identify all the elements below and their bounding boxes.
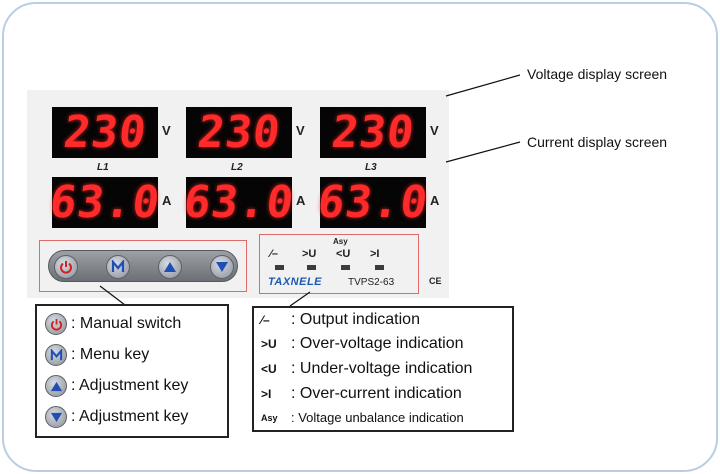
model-number: TVPS2-63 [348, 277, 395, 288]
legend-label-unbalance: : Voltage unbalance indication [291, 410, 464, 425]
phase-label-l1: L1 [97, 162, 109, 173]
power-icon [60, 261, 72, 274]
voltage-display-l3: 230 [320, 107, 426, 158]
legend-up-key [45, 375, 67, 397]
overcurrent-led [375, 265, 384, 270]
current-screen-callout: Current display screen [527, 134, 668, 150]
keys-callout-line [99, 285, 126, 306]
adjust-up-button[interactable] [158, 255, 182, 279]
legend-label-overvoltage: : Over-voltage indication [291, 335, 464, 352]
legend-label-undervoltage: : Under-voltage indication [291, 360, 473, 377]
legend-row-overcurrent: >I : Over-current indication [261, 385, 462, 403]
indicator-legend-box: ⁄– : Output indication >U : Over-voltage… [252, 306, 514, 432]
legend-symbol-overcurrent: >I [261, 387, 272, 401]
legend-symbol-output: ⁄– [261, 313, 270, 327]
menu-key-button[interactable] [106, 255, 130, 279]
key-panel [39, 240, 247, 292]
legend-symbol-unbalance: Asy [261, 412, 278, 423]
output-indicator-symbol: ⁄– [270, 248, 278, 260]
asy-bracket-label: Asy [333, 237, 348, 246]
legend-label-adjust-down: : Adjustment key [71, 408, 189, 425]
legend-row-output: ⁄– : Output indication [261, 311, 420, 329]
legend-row-unbalance: Asy : Voltage unbalance indication [261, 410, 464, 425]
voltage-display-l2: 230 [186, 107, 292, 158]
arrow-down-icon [216, 262, 228, 272]
voltage-callout-line [445, 74, 521, 97]
legend-symbol-undervoltage: <U [261, 362, 277, 376]
legend-row-menu-key: : Menu key [45, 344, 149, 366]
output-led [275, 265, 284, 270]
legend-label-menu-key: : Menu key [71, 346, 150, 363]
undervoltage-indicator-symbol: <U [336, 248, 351, 260]
legend-label-overcurrent: : Over-current indication [291, 385, 462, 402]
legend-symbol-overvoltage: >U [261, 337, 277, 351]
current-unit-l3: A [430, 193, 440, 208]
indicator-panel: Asy ⁄– >U <U >I TAXNELE TVPS2-63 [259, 234, 419, 294]
key-bar [48, 250, 238, 282]
legend-down-key [45, 406, 67, 428]
legend-label-adjust-up: : Adjustment key [71, 377, 189, 394]
legend-row-adjust-up: : Adjustment key [45, 375, 188, 397]
adjust-down-button[interactable] [210, 255, 234, 279]
legend-row-manual-switch: : Manual switch [45, 313, 181, 335]
current-display-l3: 63.0 [315, 177, 431, 228]
manual-switch-button[interactable] [54, 255, 78, 279]
key-legend-box: : Manual switch : Menu key : Adjustment … [35, 304, 229, 438]
arrow-up-icon [50, 381, 62, 391]
voltage-display-l1: 230 [52, 107, 158, 158]
brand-logo: TAXNELE [268, 276, 323, 288]
voltage-unit-l2: V [296, 123, 305, 138]
voltage-screen-callout: Voltage display screen [527, 66, 668, 82]
overcurrent-indicator-symbol: >I [370, 248, 380, 260]
legend-row-overvoltage: >U : Over-voltage indication [261, 335, 464, 353]
current-display-l1: 63.0 [47, 177, 163, 228]
overvoltage-led [307, 265, 316, 270]
arrow-down-icon [50, 412, 62, 422]
legend-row-adjust-down: : Adjustment key [45, 406, 188, 428]
undervoltage-led [341, 265, 350, 270]
power-icon [50, 318, 62, 331]
legend-menu-key [45, 344, 67, 366]
indicators-callout-line [289, 291, 311, 307]
menu-m-icon [50, 348, 62, 360]
current-unit-l2: A [296, 193, 306, 208]
device-faceplate: 230 V 230 V 230 V L1 L2 L3 63.0 A 63.0 A… [27, 90, 449, 298]
ce-mark: CE [429, 276, 442, 286]
current-display-l2: 63.0 [181, 177, 297, 228]
voltage-unit-l3: V [430, 123, 439, 138]
voltage-unit-l1: V [162, 123, 171, 138]
phase-label-l2: L2 [231, 162, 243, 173]
current-unit-l1: A [162, 193, 172, 208]
phase-label-l3: L3 [365, 162, 377, 173]
legend-label-manual-switch: : Manual switch [71, 315, 182, 332]
overvoltage-indicator-symbol: >U [302, 248, 317, 260]
current-callout-line [445, 141, 521, 163]
legend-row-undervoltage: <U : Under-voltage indication [261, 360, 472, 378]
arrow-up-icon [164, 262, 176, 272]
legend-label-output: : Output indication [291, 311, 420, 328]
menu-m-icon [111, 260, 125, 272]
legend-power-key [45, 313, 67, 335]
